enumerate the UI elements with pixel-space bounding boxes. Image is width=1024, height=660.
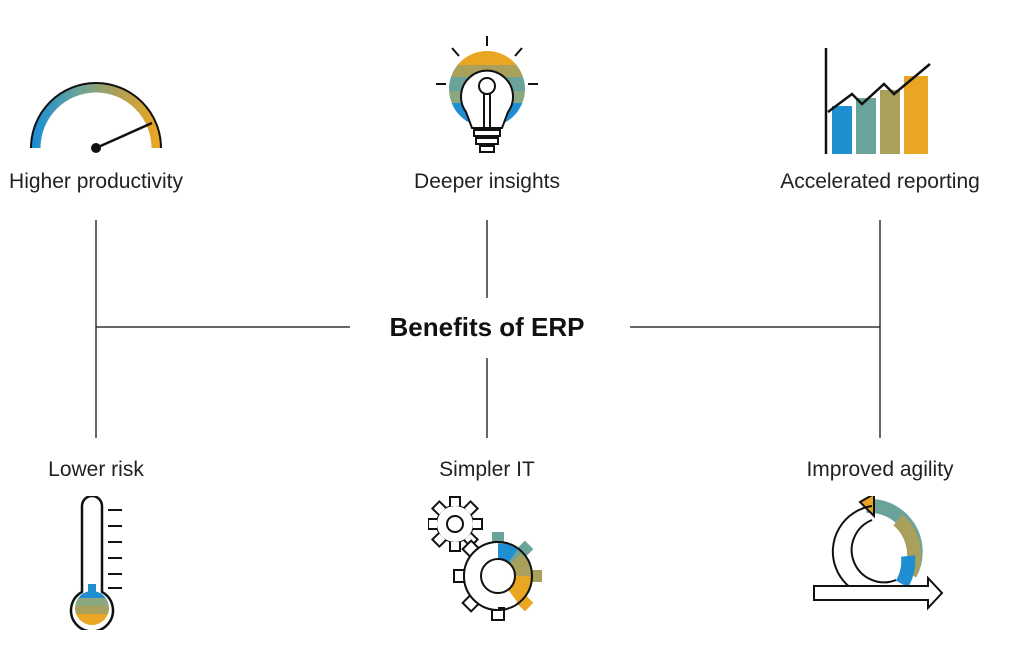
benefit-label-deeper-insights: Deeper insights (414, 170, 560, 193)
benefit-label-improved-agility: Improved agility (806, 458, 954, 481)
cycle-arrow-icon (813, 496, 944, 611)
benefit-label-accelerated-reporting: Accelerated reporting (780, 170, 980, 193)
bar-chart-icon (824, 48, 931, 154)
thermometer-icon (69, 496, 122, 630)
lightbulb-icon (436, 36, 538, 153)
gears-icon (428, 496, 542, 621)
speedometer-icon (30, 82, 162, 153)
benefit-label-lower-risk: Lower risk (48, 458, 144, 481)
benefit-label-simpler-it: Simpler IT (439, 458, 535, 481)
diagram-title: Benefits of ERP (389, 312, 585, 342)
benefit-label-higher-productivity: Higher productivity (9, 170, 183, 193)
